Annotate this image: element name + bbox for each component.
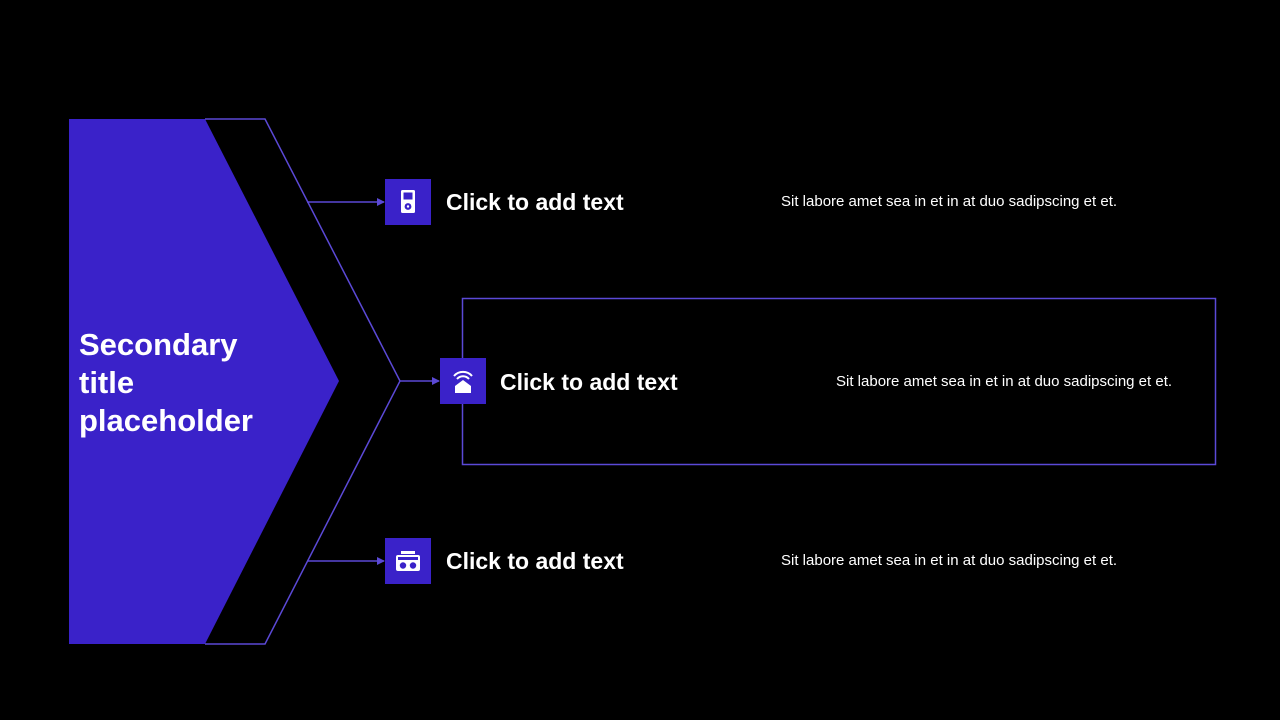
radio-icon <box>396 551 420 571</box>
item-2-description[interactable]: Sit labore amet sea in et in at duo sadi… <box>836 373 1173 390</box>
item-2-icon-box <box>440 358 486 404</box>
item-2-heading[interactable]: Click to add text <box>500 369 678 395</box>
title-chevron <box>69 119 339 644</box>
item-1-description[interactable]: Sit labore amet sea in et in at duo sadi… <box>781 193 1118 210</box>
smart-home-icon <box>453 370 473 393</box>
item-3-icon-box <box>385 538 431 584</box>
item-3-heading[interactable]: Click to add text <box>446 548 624 574</box>
item-1-heading[interactable]: Click to add text <box>446 189 624 215</box>
item-3-description[interactable]: Sit labore amet sea in et in at duo sadi… <box>781 552 1118 569</box>
page-title[interactable]: Secondary title placeholder <box>79 327 253 438</box>
media-player-icon <box>401 190 415 213</box>
item-1-icon-box <box>385 179 431 225</box>
